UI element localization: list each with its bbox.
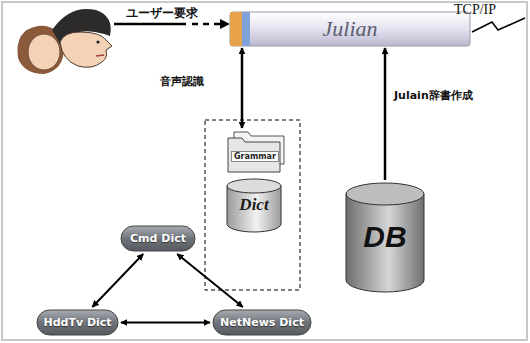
netnews-dict-box: NetNews Dict <box>212 309 312 336</box>
users-figure <box>17 9 112 74</box>
request-label: ユーザー要求 <box>124 5 200 22</box>
node-text: Cmd Dict <box>130 232 186 245</box>
node-text: NetNews Dict <box>220 316 304 329</box>
bar-end <box>242 12 250 46</box>
connector <box>384 48 387 180</box>
connector <box>92 254 143 307</box>
cylinder-body <box>346 194 424 292</box>
request-arrow <box>114 19 230 29</box>
protocol-label: TCP/IP <box>452 2 498 18</box>
request-line-dashed <box>192 23 222 26</box>
connector <box>121 322 210 324</box>
db-database: DB <box>345 182 425 292</box>
man-face <box>60 32 112 67</box>
pill-shape <box>213 310 311 335</box>
pill-shape <box>121 226 195 251</box>
node-text: Julian <box>323 16 378 42</box>
edge-label: 音声認識 <box>158 74 206 89</box>
grammar-files: Grammar <box>224 130 286 174</box>
dictionary-group <box>205 120 300 290</box>
cylinder-top <box>346 183 424 205</box>
request-line <box>114 23 186 26</box>
folder-front <box>228 138 280 172</box>
bar-body <box>230 12 470 46</box>
woman-face <box>28 34 60 70</box>
mouth <box>96 55 104 56</box>
connector <box>241 48 244 128</box>
hddtv-dict-box: HddTv Dict <box>36 309 119 336</box>
node-text: HddTv Dict <box>43 316 111 329</box>
cylinder-top <box>227 179 281 193</box>
dict-database: Dict <box>226 178 282 232</box>
arrowhead <box>220 19 230 29</box>
eye <box>96 40 99 43</box>
pill-shape <box>37 310 118 335</box>
node-text: DB <box>363 220 406 254</box>
julian-engine: Julian <box>230 12 470 46</box>
frame <box>2 2 527 340</box>
cmd-dict-box: Cmd Dict <box>120 225 196 252</box>
network-bolt <box>472 18 525 32</box>
bar-end <box>230 12 242 46</box>
node-text: Dict <box>239 195 268 215</box>
edge-label: Julain辞書作成 <box>392 88 475 103</box>
node-text: Grammar <box>231 151 279 162</box>
connector <box>177 254 243 307</box>
